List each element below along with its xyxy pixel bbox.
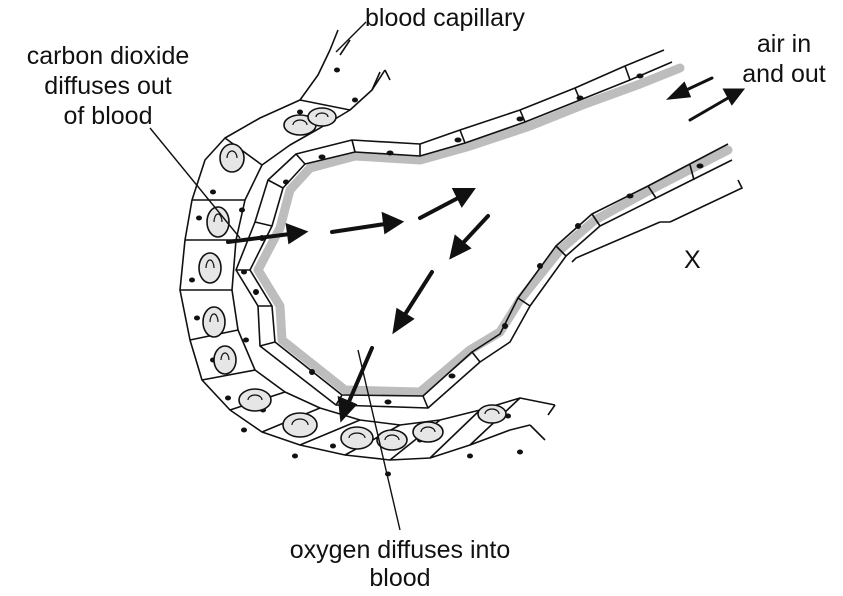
alveolus-wall xyxy=(236,50,732,408)
o2-label-line2: blood xyxy=(369,564,430,592)
air-label-line1: air in xyxy=(757,30,811,58)
o2-label-line1: oxygen diffuses into xyxy=(290,536,511,564)
co2-diffusion-arrows xyxy=(228,190,472,242)
air-label-line2: and out xyxy=(742,60,825,88)
x-label: X xyxy=(684,246,701,274)
co2-label-line3: of blood xyxy=(64,102,153,130)
co2-label-line2: diffuses out xyxy=(44,72,171,100)
air-flow-arrows xyxy=(670,78,742,120)
co2-label-line1: carbon dioxide xyxy=(27,42,190,70)
blood-capillary-label: blood capillary xyxy=(365,4,525,32)
capillary-nuclei xyxy=(189,68,523,477)
